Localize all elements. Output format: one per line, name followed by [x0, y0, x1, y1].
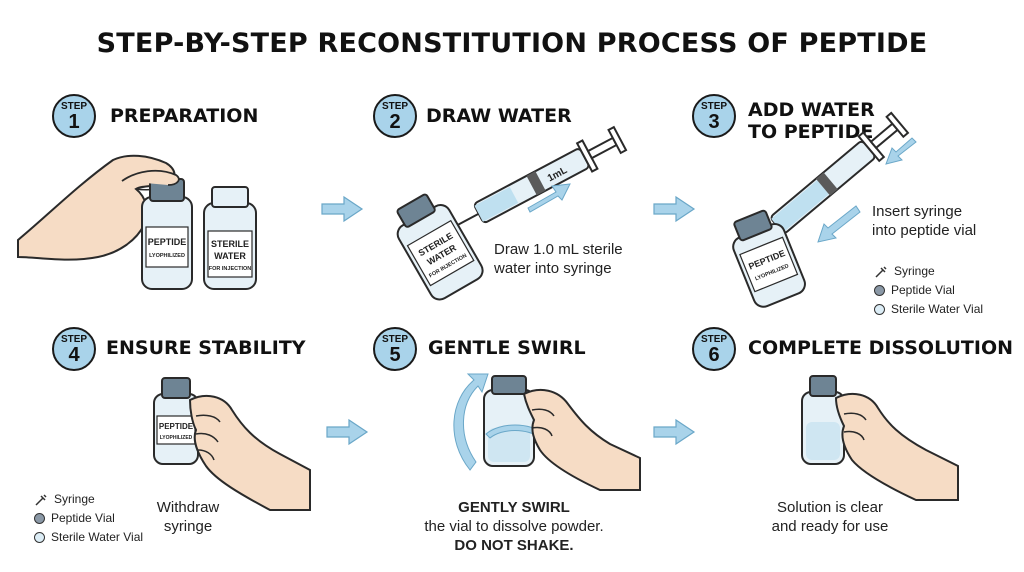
step-6-caption-line2: and ready for use — [771, 518, 889, 535]
flow-arrow-icon — [321, 195, 364, 223]
vial-label-for-injection: FOR INJECTION — [209, 266, 252, 272]
sterile-water-vial-icon — [801, 375, 845, 465]
legend-item-syringe: Syringe — [874, 262, 983, 281]
flow-arrow-icon — [653, 195, 696, 223]
syringe-icon — [35, 493, 47, 506]
step-5-title: GENTLE SWIRL — [428, 337, 586, 359]
swirl-arrow-icon — [453, 373, 489, 471]
step-4-illustration: PEPTIDE LYOPHILIZED — [153, 377, 311, 511]
step-2-caption: Draw 1.0 mL sterile water into syringe — [494, 241, 623, 277]
step-4-caption-line1: Withdraw — [156, 499, 220, 516]
step-4-badge: STEP 4 — [52, 327, 96, 371]
flow-arrow-icon — [653, 418, 696, 446]
vial-label-peptide: PEPTIDE — [148, 237, 187, 247]
legend-label-peptide-vial: Peptide Vial — [891, 283, 955, 297]
legend-item-syringe: Syringe — [34, 490, 143, 509]
step-6-illustration — [801, 375, 959, 501]
step-3-caption-line2: into peptide vial — [872, 222, 977, 239]
step-4-badge-word: STEP — [60, 334, 88, 345]
peptide-vial-dot-icon — [874, 285, 885, 296]
step-1-title: PREPARATION — [110, 105, 259, 127]
step-5-caption-warning-text: DO NOT SHAKE. — [454, 537, 574, 554]
sterile-water-vial-icon: STERILE WATER FOR INJECTION — [396, 193, 484, 301]
sterile-water-vial-dot-icon — [874, 304, 885, 315]
step-5-badge: STEP 5 — [373, 327, 417, 371]
step-2-illustration: 1mL STERILE WATER FOR INJECTION — [396, 125, 628, 301]
step-5-badge-number: 5 — [389, 344, 401, 366]
vial-label-peptide: PEPTIDE — [159, 422, 194, 431]
legend-item-sterile-water-vial: Sterile Water Vial — [874, 300, 983, 319]
sterile-water-vial-icon — [483, 375, 535, 467]
step-1-badge: STEP 1 — [52, 94, 96, 138]
legend-label-syringe: Syringe — [894, 264, 935, 278]
legend: Syringe Peptide Vial Sterile Water Vial — [34, 490, 143, 547]
step-6-badge: STEP 6 — [692, 327, 736, 371]
step-5-caption-bold: GENTLY SWIRL — [400, 498, 628, 517]
step-6-badge-word: STEP — [700, 334, 728, 345]
step-5-caption-warning: DO NOT SHAKE. — [400, 536, 628, 555]
legend-label-syringe: Syringe — [54, 492, 95, 506]
step-1-badge-word: STEP — [60, 101, 88, 112]
step-4-caption-line2: syringe — [163, 518, 213, 535]
step-3-title-line1: ADD WATER — [748, 99, 875, 121]
sterile-water-vial-dot-icon — [34, 532, 45, 543]
legend-item-sterile-water-vial: Sterile Water Vial — [34, 528, 143, 547]
step-1-badge-number: 1 — [68, 111, 80, 133]
legend-item-peptide-vial: Peptide Vial — [874, 281, 983, 300]
peptide-vial-dot-icon — [34, 513, 45, 524]
page-title: STEP-BY-STEP RECONSTITUTION PROCESS OF P… — [96, 28, 928, 59]
peptide-vial-icon: PEPTIDE LYOPHILIZED — [141, 178, 193, 290]
legend: Syringe Peptide Vial Sterile Water Vial — [874, 262, 983, 319]
syringe-icon — [875, 265, 887, 278]
flow-arrow-icon — [326, 418, 369, 446]
step-5-illustration — [453, 373, 641, 491]
peptide-vial-icon: PEPTIDE LYOPHILIZED — [732, 209, 806, 308]
vial-label-lyophilized: LYOPHILIZED — [149, 253, 185, 259]
step-5-caption-bold-text: GENTLY SWIRL — [458, 499, 570, 516]
syringe-icon — [753, 111, 910, 246]
step-2-badge-number: 2 — [389, 111, 401, 133]
step-3-title-line2: TO PEPTIDE — [748, 121, 874, 143]
step-4-badge-number: 4 — [68, 344, 80, 366]
vial-label-sterile: STERILE — [211, 239, 249, 249]
legend-label-peptide-vial: Peptide Vial — [51, 511, 115, 525]
sterile-water-vial-icon: STERILE WATER FOR INJECTION — [203, 186, 257, 290]
step-6-title: COMPLETE DISSOLUTION — [748, 337, 1014, 359]
step-3-badge-word: STEP — [700, 101, 728, 112]
step-4-title: ENSURE STABILITY — [106, 337, 306, 359]
step-3-illustration: PEPTIDE LYOPHILIZED — [732, 111, 917, 308]
step-2-badge: STEP 2 — [373, 94, 417, 138]
legend-label-sterile-water-vial: Sterile Water Vial — [891, 302, 984, 316]
step-3-caption-line1: Insert syringe — [872, 203, 963, 220]
step-3-badge: STEP 3 — [692, 94, 736, 138]
syringe-icon: 1mL — [451, 125, 628, 229]
vial-label-lyophilized: LYOPHILIZED — [160, 435, 193, 441]
step-5-caption-mid: the vial to dissolve powder. — [424, 518, 604, 535]
step-5-badge-word: STEP — [381, 334, 409, 345]
legend-label-sterile-water-vial: Sterile Water Vial — [51, 530, 144, 544]
step-6-caption-line1: Solution is clear — [777, 499, 883, 516]
step-3-badge-number: 3 — [708, 111, 720, 133]
peptide-vial-icon: PEPTIDE LYOPHILIZED — [153, 377, 199, 465]
vial-label-water: WATER — [214, 251, 246, 261]
step-2-title: DRAW WATER — [426, 105, 572, 127]
legend-item-peptide-vial: Peptide Vial — [34, 509, 143, 528]
step-6-badge-number: 6 — [708, 344, 720, 366]
step-1-illustration: PEPTIDE LYOPHILIZED STERILE WATER FOR IN… — [17, 154, 257, 290]
step-2-badge-word: STEP — [381, 101, 409, 112]
